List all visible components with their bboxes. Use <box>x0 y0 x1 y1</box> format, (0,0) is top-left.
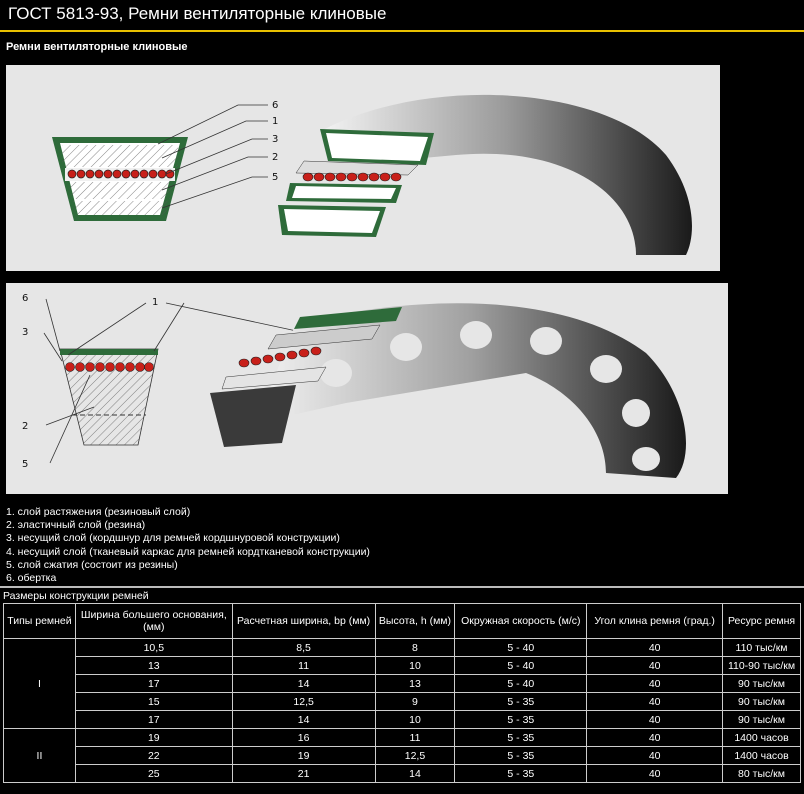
diagram1-label-2: 2 <box>272 152 278 163</box>
cord-row-3 <box>65 362 154 372</box>
belt-diagram-1-drawing: 6 1 3 2 5 <box>52 94 692 255</box>
table-cell: 14 <box>231 674 376 693</box>
table-cell: 17 <box>74 710 233 729</box>
table-cell: 90 тыс/км <box>722 674 801 693</box>
belt-type-cell: I <box>3 638 76 729</box>
section-subtitle: Ремни вентиляторные клиновые <box>6 41 188 53</box>
table-cell: 8 <box>374 638 456 657</box>
col-header: Ресурс ремня <box>722 603 801 639</box>
diagram1-label-6: 6 <box>272 100 278 111</box>
table-cell: 5 - 40 <box>454 674 588 693</box>
table-cell: 10 <box>374 710 456 729</box>
table-cell: 14 <box>231 710 376 729</box>
table-cell: 1400 часов <box>722 746 801 765</box>
table-cell: 5 - 35 <box>454 692 588 711</box>
cord-row-4 <box>238 346 322 368</box>
table-cell: 90 тыс/км <box>722 692 801 711</box>
table-cell: 40 <box>586 746 724 765</box>
table-cell: 15 <box>74 692 233 711</box>
col-header: Ширина большего основания, (мм) <box>74 603 233 639</box>
diagram1-label-5: 5 <box>272 172 278 183</box>
belt-teeth <box>320 321 660 471</box>
table-cell: 1400 часов <box>722 728 801 747</box>
page-title: ГОСТ 5813-93, Ремни вентиляторные клинов… <box>8 4 387 23</box>
table-cell: 11 <box>374 728 456 747</box>
diagram2-label-6: 6 <box>22 293 28 304</box>
table-cell: 40 <box>586 692 724 711</box>
table-cell: 9 <box>374 692 456 711</box>
table-cell: 13 <box>74 656 233 675</box>
table-cell: 12,5 <box>231 692 376 711</box>
title-underline <box>0 30 804 32</box>
table-cell: 90 тыс/км <box>722 710 801 729</box>
diagram2-label-5: 5 <box>22 459 28 470</box>
diagram2-label-1: 1 <box>152 297 158 308</box>
table-cell: 110 тыс/км <box>722 638 801 657</box>
col-header: Окружная скорость (м/с) <box>454 603 588 639</box>
table-cell: 40 <box>586 764 724 783</box>
table-cell: 40 <box>586 710 724 729</box>
table-cell: 16 <box>231 728 376 747</box>
legend-item: 1. слой растяжения (резиновый слой) <box>6 506 191 518</box>
table-cell: 19 <box>74 728 233 747</box>
table-cell: 22 <box>74 746 233 765</box>
belt-diagram-2: 6 1 3 2 5 <box>6 283 728 494</box>
table-cell: 13 <box>374 674 456 693</box>
table-cell: 21 <box>231 764 376 783</box>
table-caption: Размеры конструкции ремней <box>3 590 149 602</box>
table-cell: 10 <box>374 656 456 675</box>
col-header: Угол клина ремня (град.) <box>586 603 724 639</box>
legend-item: 4. несущий слой (тканевый каркас для рем… <box>6 545 370 558</box>
table-cell: 40 <box>586 656 724 675</box>
belt-dimensions-table: Типы ремней Ширина большего основания, (… <box>3 603 801 783</box>
table-header-row: Типы ремней Ширина большего основания, (… <box>3 603 801 639</box>
legend-item: 2. эластичный слой (резина) <box>6 519 146 532</box>
diagram2-label-2: 2 <box>22 421 28 432</box>
table-cell: 80 тыс/км <box>722 764 801 783</box>
table-cell: 5 - 35 <box>454 728 588 747</box>
table-cell: 14 <box>374 764 456 783</box>
diagram1-label-3: 3 <box>272 134 278 145</box>
col-header: Типы ремней <box>3 603 76 639</box>
table-cell: 5 - 40 <box>454 638 588 657</box>
table-divider <box>0 586 804 588</box>
table-cell: 25 <box>74 764 233 783</box>
col-header: Расчетная ширина, bp (мм) <box>231 603 376 639</box>
cord-row-1 <box>67 169 175 179</box>
table-cell: 17 <box>74 674 233 693</box>
table-cell: 40 <box>586 674 724 693</box>
table-cell: 5 - 40 <box>454 656 588 675</box>
table-cell: 19 <box>231 746 376 765</box>
belt-diagram-2-drawing: 6 1 3 2 5 <box>22 293 686 478</box>
table-cell: 40 <box>586 728 724 747</box>
legend-item: 5. слой сжатия (состоит из резины) <box>6 558 178 571</box>
belt-diagram-1: 6 1 3 2 5 <box>6 65 720 271</box>
col-header: Высота, h (мм) <box>374 603 456 639</box>
table-cell: 110-90 тыс/км <box>722 656 801 675</box>
layer-legend: 1. слой растяжения (резиновый слой) 2. э… <box>6 506 370 585</box>
belt-type-cell: II <box>3 728 76 783</box>
table-cell: 5 - 35 <box>454 764 588 783</box>
table-cell: 5 - 35 <box>454 746 588 765</box>
table-cell: 11 <box>231 656 376 675</box>
legend-item: 6. обертка <box>6 572 57 585</box>
table-cell: 5 - 35 <box>454 710 588 729</box>
table-cell: 12,5 <box>374 746 456 765</box>
legend-item: 3. несущий слой (кордшнур для ремней кор… <box>6 532 340 545</box>
diagram2-label-3: 3 <box>22 327 28 338</box>
table-cell: 8,5 <box>231 638 376 657</box>
table-cell: 10,5 <box>74 638 233 657</box>
cord-row-2 <box>302 172 402 182</box>
table-cell: 40 <box>586 638 724 657</box>
diagram1-label-1: 1 <box>272 116 278 127</box>
